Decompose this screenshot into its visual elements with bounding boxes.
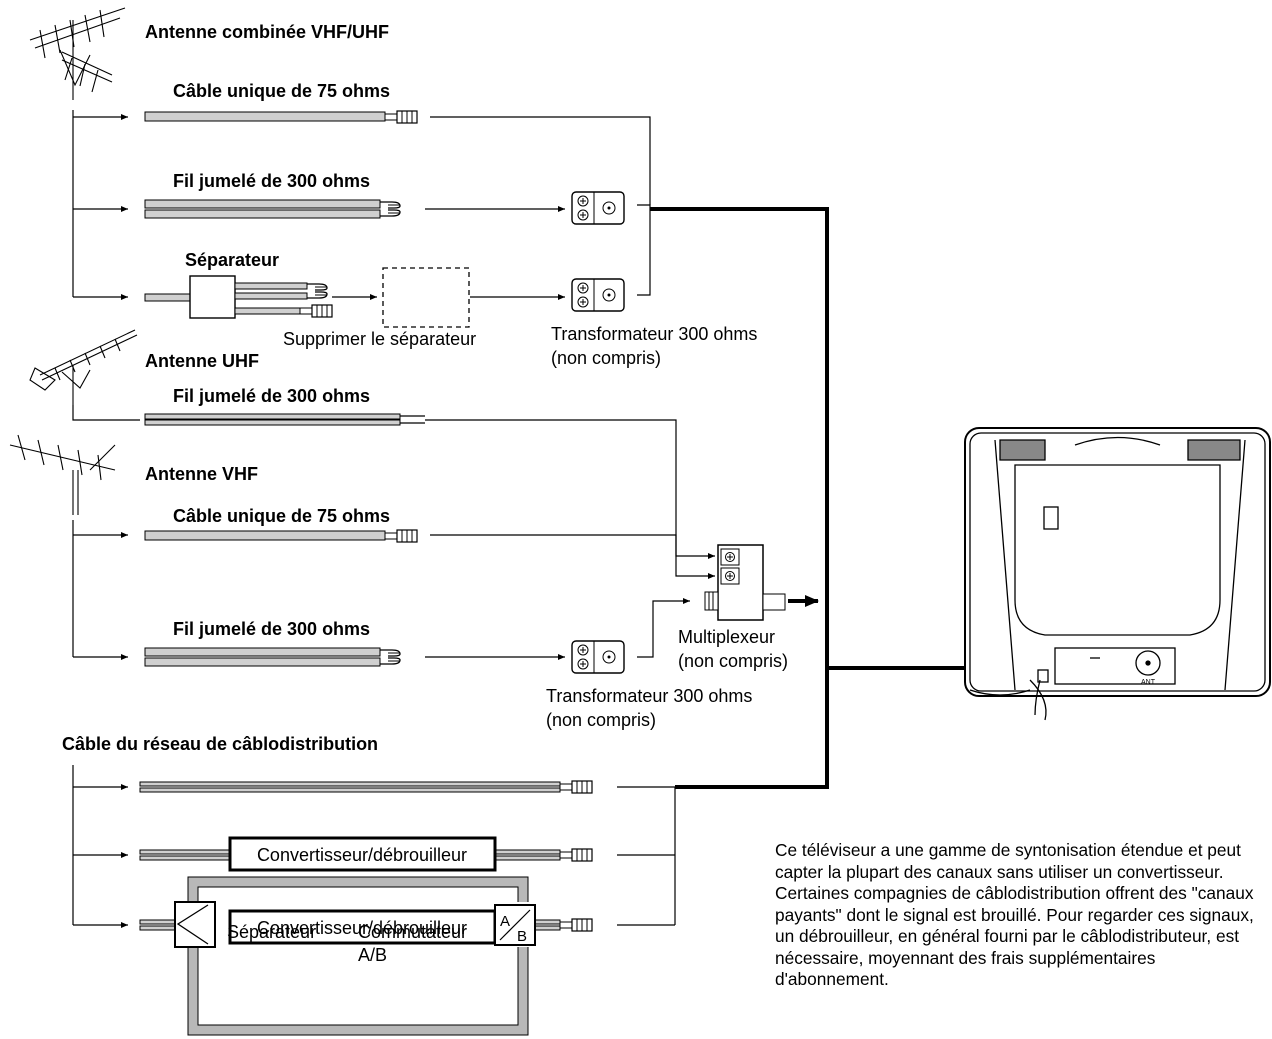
transformer-a-bottom — [571, 278, 625, 312]
label-coax-75-vhf: Câble unique de 75 ohms — [173, 506, 390, 526]
label-antenna-vhf: Antenne VHF — [145, 464, 258, 484]
label-transformer-b-2: (non compris) — [546, 710, 656, 730]
tv-ant-label: ANT — [1141, 679, 1156, 686]
label-twin-300-a: Fil jumelé de 300 ohms — [173, 171, 370, 191]
label-antenna-uhf: Antenne UHF — [145, 351, 259, 371]
label-transformer-b-1: Transformateur 300 ohms — [546, 686, 752, 706]
converter-1-box: Convertisseur/débrouilleur — [228, 836, 497, 872]
cables — [139, 110, 593, 1036]
label-multiplexer-2: (non compris) — [678, 651, 788, 671]
signal-lines — [332, 116, 715, 926]
vhf-uhf-antenna-icon — [29, 7, 126, 100]
separator-top-box — [189, 275, 236, 319]
label-antenna-combo: Antenne combinée VHF/UHF — [145, 22, 389, 42]
label-transformer-a-1: Transformateur 300 ohms — [551, 324, 757, 344]
label-ab-switch-1: Commutateur — [358, 922, 467, 942]
label-twin-300-vhf: Fil jumelé de 300 ohms — [173, 619, 370, 639]
ab-switch-box: A B — [494, 904, 536, 946]
converter-2-label: Convertisseur/débrouilleur — [257, 918, 467, 938]
label-separator-bottom: Séparateur — [227, 922, 316, 942]
vhf-antenna-icon — [9, 434, 116, 515]
converter-1-label: Convertisseur/débrouilleur — [257, 845, 467, 865]
label-remove-separator: Supprimer le séparateur — [283, 329, 476, 349]
branch-lines — [72, 110, 140, 928]
removed-separator-dashed-box — [382, 267, 470, 328]
converter-2-box: Convertisseur/débrouilleur — [228, 909, 497, 945]
label-multiplexer-1: Multiplexeur — [678, 627, 775, 647]
label-transformer-a-2: (non compris) — [551, 348, 661, 368]
separator-bottom-box — [174, 901, 216, 948]
label-ab-switch-2: A/B — [358, 945, 387, 965]
label-separator-top: Séparateur — [185, 250, 279, 270]
tv-rear-view — [964, 427, 1271, 721]
ab-glyph-a: A — [500, 913, 510, 930]
label-coax-75-a: Câble unique de 75 ohms — [173, 81, 390, 101]
info-note: Ce téléviseur a une gamme de syntonisati… — [775, 840, 1254, 989]
ab-glyph-b: B — [517, 928, 527, 945]
label-twin-300-uhf: Fil jumelé de 300 ohms — [173, 386, 370, 406]
label-cable-network: Câble du réseau de câblodistribution — [62, 734, 378, 754]
transformer-b — [571, 640, 625, 674]
transformer-a-top — [571, 191, 625, 225]
uhf-antenna-icon — [29, 329, 138, 405]
multiplexer-box — [704, 544, 786, 621]
